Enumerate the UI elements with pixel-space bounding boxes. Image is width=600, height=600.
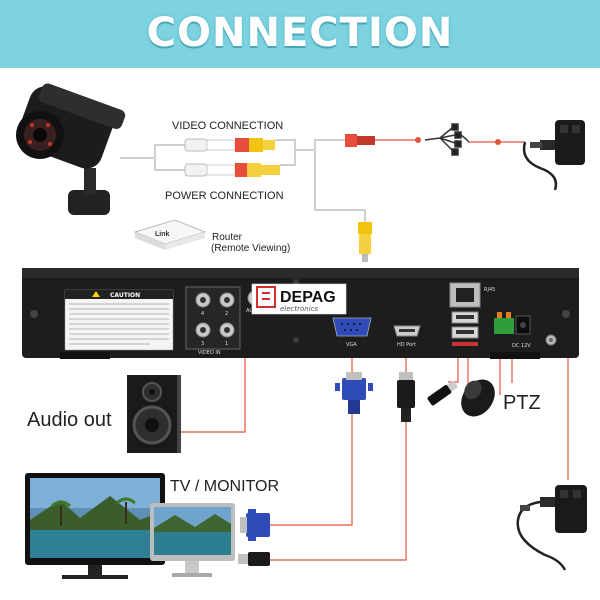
caution-label [64,289,174,351]
logo-tagline: electronics [280,305,319,313]
camera-cables [120,139,366,222]
channel-4: 4 [201,311,204,317]
ptz-label: PTZ [503,392,541,414]
audio-out-label: Audio out [27,409,112,431]
video-in-label: VIDEO IN [198,350,221,356]
banner-title: CONNECTION [146,10,454,56]
vga-wire [270,335,353,526]
router-label: Router [212,232,243,243]
wire-dot-2 [495,139,501,145]
power-adapter-top [522,120,585,191]
hdmi-cable [397,372,415,422]
usb-stick [427,380,459,406]
title-banner: CONNECTION [0,0,600,68]
tv-monitor-large [25,473,165,579]
wire-dot-1 [415,137,421,143]
rj45-label: RJ45 [484,287,495,293]
cable-splitter [424,123,470,156]
vga-label: VGA [346,342,357,348]
depag-logo: DEPAG electronics [251,283,347,315]
channel-1: 1 [225,341,228,347]
ptz-terminal [494,318,514,334]
vga-port [332,317,372,337]
router-sublabel: (Remote Viewing) [211,243,290,254]
hdmi-plug-monitor [238,552,270,566]
channel-2: 2 [225,311,228,317]
caution-heading: CAUTION [110,292,140,299]
mouse [461,379,495,417]
video-connection-label: VIDEO CONNECTION [172,120,283,132]
bullet-camera [16,83,126,215]
power-connection-label: POWER CONNECTION [165,190,284,202]
vga-plug-monitor [240,509,270,541]
power-adapter-bottom [516,485,587,571]
dc-label: DC 12V [512,343,531,349]
logo-name: DEPAG [280,289,336,306]
tv-monitor-label: TV / MONITOR [170,478,279,495]
hd-port-label: HD Port [397,342,416,348]
vga-cable [335,372,373,414]
hdmi-wire [270,348,407,561]
router: Link [133,219,207,250]
speaker [127,375,181,453]
router-brand: Link [155,231,169,238]
camera-connectors [184,134,375,262]
channel-3: 3 [201,341,204,347]
pc-monitor-small [150,503,235,577]
